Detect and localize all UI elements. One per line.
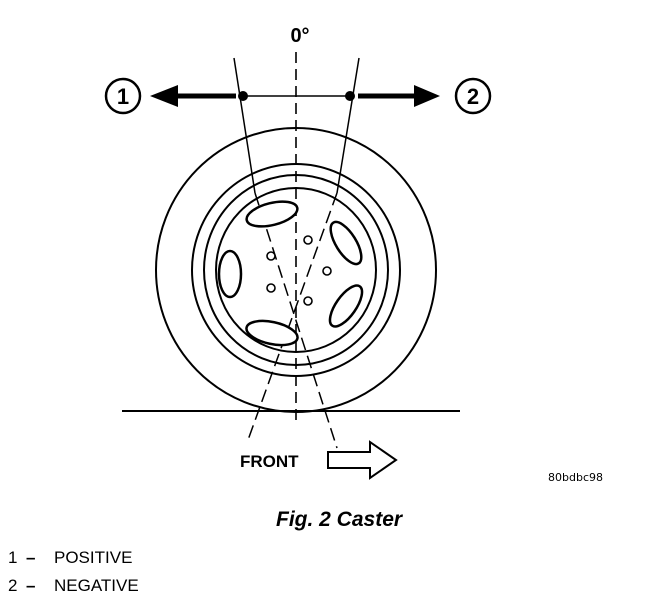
legend-item-negative: 2–NEGATIVE xyxy=(8,572,139,600)
marker-negative: 2 xyxy=(454,77,492,115)
marker-negative-label: 2 xyxy=(467,84,479,109)
legend-number: 2 xyxy=(8,576,18,595)
zero-degree-label: 0° xyxy=(290,25,309,47)
legend-text: NEGATIVE xyxy=(54,576,139,595)
legend-number: 1 xyxy=(8,548,18,567)
wheel xyxy=(155,127,437,413)
negative-caster-axis xyxy=(247,57,360,441)
front-label: FRONT xyxy=(240,452,299,471)
hub-face xyxy=(215,187,377,353)
figure-caption: Fig. 2 Caster xyxy=(276,508,403,531)
legend-text: POSITIVE xyxy=(54,548,133,567)
marker-positive: 1 xyxy=(104,77,142,115)
arrow-right-icon xyxy=(358,85,440,107)
legend-item-positive: 1–POSITIVE xyxy=(8,544,139,572)
tire-outer xyxy=(155,127,437,413)
positive-caster-axis xyxy=(233,57,338,449)
rim-outer xyxy=(191,163,401,377)
legend: 1–POSITIVE 2–NEGATIVE xyxy=(8,544,139,600)
lug-nuts xyxy=(266,235,332,306)
pivot-point-positive xyxy=(238,91,248,101)
front-arrow-icon xyxy=(327,440,398,480)
marker-positive-label: 1 xyxy=(117,84,129,109)
legend-dash: – xyxy=(26,576,36,595)
legend-dash: – xyxy=(26,548,36,567)
wheel-slots xyxy=(217,200,364,347)
image-code: 80bdbc98 xyxy=(548,471,603,484)
rim-inner xyxy=(203,174,389,366)
arrow-left-icon xyxy=(150,85,236,107)
pivot-point-negative xyxy=(345,91,355,101)
